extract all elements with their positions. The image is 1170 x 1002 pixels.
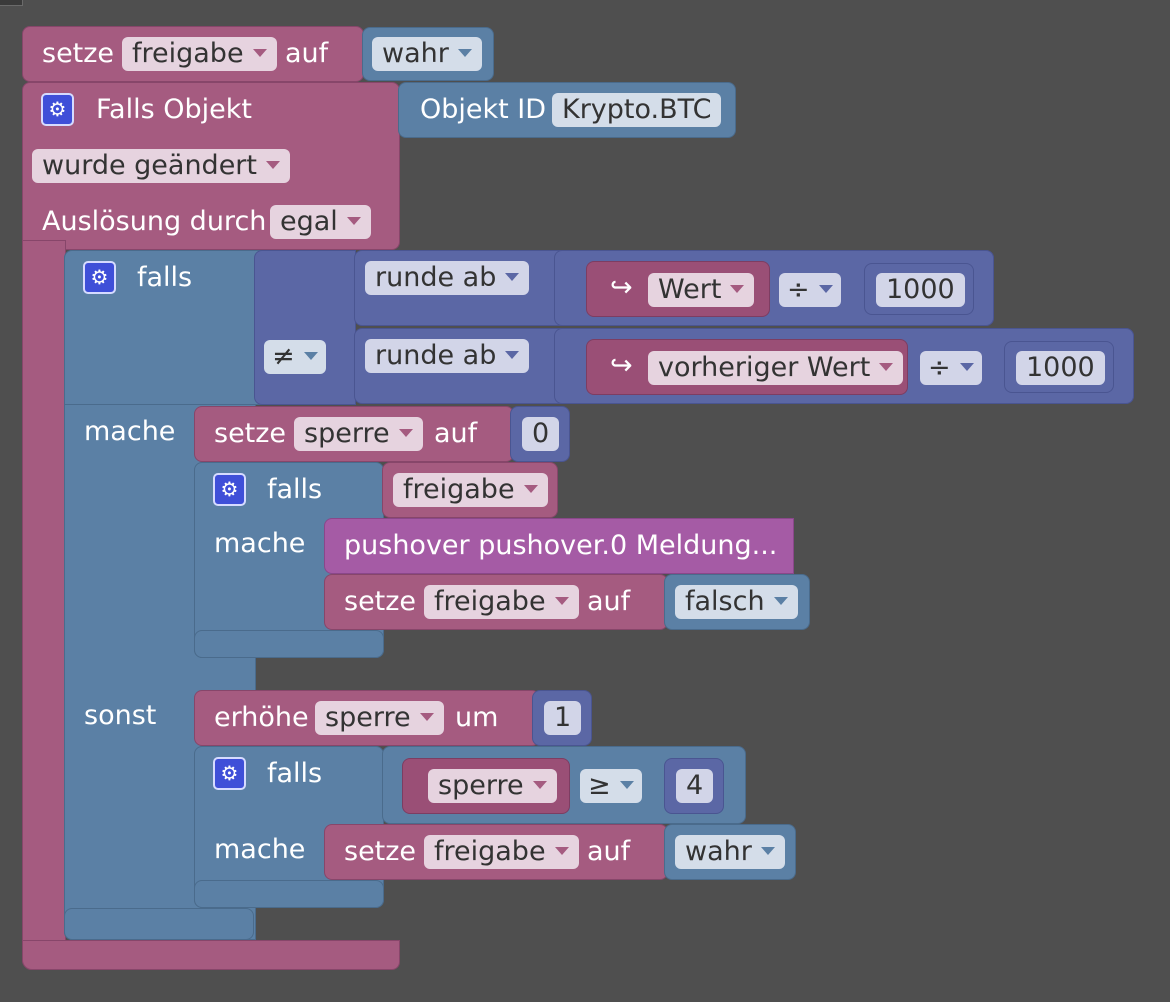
chevron-down-icon	[532, 780, 547, 789]
if-keyword: falls	[137, 262, 193, 293]
set-keyword: setze	[42, 38, 115, 69]
chevron-down-icon	[398, 428, 413, 437]
do-keyword: mache	[84, 416, 176, 447]
to-keyword: auf	[587, 586, 631, 617]
chevron-down-icon	[879, 362, 894, 371]
divide-operator-dropdown-2[interactable]: ÷	[920, 351, 982, 385]
trigger-source-dropdown[interactable]: egal	[270, 205, 371, 239]
gear-icon[interactable]: ⚙	[83, 261, 116, 294]
chevron-down-icon	[730, 284, 745, 293]
pushover-label: pushover pushover.0 Meldung...	[344, 530, 778, 561]
set-keyword: setze	[344, 586, 417, 617]
variable-dropdown-freigabe[interactable]: freigabe	[424, 835, 579, 869]
variable-dropdown-freigabe[interactable]: freigabe	[424, 585, 579, 619]
inner-if-bottom-arm-2	[194, 880, 384, 908]
trigger-bottom-bar	[22, 940, 400, 970]
chevron-down-icon	[760, 846, 775, 855]
chevron-down-icon	[554, 846, 569, 855]
object-id-field[interactable]: Krypto.BTC	[552, 93, 722, 127]
variable-dropdown-freigabe[interactable]: freigabe	[122, 37, 277, 71]
set-sperre-block[interactable]	[194, 406, 514, 462]
value-arrow-icon: ↪	[610, 350, 633, 381]
value-arrow-icon: ↪	[610, 272, 633, 303]
boolean-dropdown-falsch[interactable]: falsch	[675, 585, 798, 619]
chevron-down-icon	[959, 362, 974, 371]
variable-dropdown-sperre[interactable]: sperre	[315, 701, 444, 735]
variable-dropdown-freigabe[interactable]: freigabe	[393, 473, 548, 507]
divide-operator-dropdown-1[interactable]: ÷	[779, 273, 841, 307]
by-keyword: um	[455, 702, 499, 733]
compare-block[interactable]	[254, 250, 356, 405]
increment-block[interactable]	[194, 690, 540, 746]
chevron-down-icon	[505, 350, 520, 359]
to-keyword: auf	[434, 418, 478, 449]
round-dropdown-1[interactable]: runde ab	[365, 261, 530, 295]
variable-dropdown-sperre[interactable]: sperre	[294, 417, 423, 451]
number-field-1000-b[interactable]: 1000	[1016, 351, 1105, 385]
chevron-down-icon	[303, 351, 318, 360]
chevron-down-icon	[554, 596, 569, 605]
workspace-corner	[0, 0, 23, 6]
else-keyword: sonst	[84, 700, 157, 731]
boolean-dropdown-wahr[interactable]: wahr	[372, 37, 482, 71]
gear-icon[interactable]: ⚙	[41, 93, 74, 126]
gear-icon[interactable]: ⚙	[213, 757, 246, 790]
object-id-label: Objekt ID	[420, 94, 547, 125]
variable-dropdown-sperre[interactable]: sperre	[428, 769, 557, 803]
value-dropdown-wert[interactable]: Wert	[648, 273, 755, 307]
chevron-down-icon	[523, 484, 538, 493]
set-keyword: setze	[344, 836, 417, 867]
if-else-bottom-arm	[64, 908, 254, 940]
set-keyword: setze	[214, 418, 287, 449]
if-keyword: falls	[267, 758, 323, 789]
if-keyword: falls	[267, 474, 323, 505]
inner-if-bottom-arm-1	[194, 630, 384, 658]
round-dropdown-2[interactable]: runde ab	[365, 339, 530, 373]
chevron-down-icon	[252, 48, 267, 57]
do-keyword: mache	[214, 834, 306, 865]
value-dropdown-previous[interactable]: vorheriger Wert	[648, 351, 904, 385]
chevron-down-icon	[419, 712, 434, 721]
to-keyword: auf	[587, 836, 631, 867]
trigger-left-rail	[22, 240, 66, 970]
to-keyword: auf	[285, 38, 329, 69]
compare-operator-dropdown[interactable]: ≥	[580, 769, 642, 803]
number-field-0[interactable]: 0	[522, 417, 560, 451]
number-field-1000-a[interactable]: 1000	[876, 273, 965, 307]
number-field-1[interactable]: 1	[544, 701, 582, 735]
gear-icon[interactable]: ⚙	[213, 473, 246, 506]
trigger-source-label: Auslösung durch	[42, 206, 267, 237]
chevron-down-icon	[266, 160, 280, 169]
chevron-down-icon	[505, 272, 520, 281]
chevron-down-icon	[346, 216, 361, 225]
boolean-dropdown-wahr[interactable]: wahr	[675, 835, 785, 869]
pushover-block[interactable]	[324, 518, 794, 574]
chevron-down-icon	[773, 596, 788, 605]
event-dropdown[interactable]: wurde geändert	[32, 149, 290, 183]
chevron-down-icon	[818, 284, 833, 293]
increment-keyword: erhöhe	[214, 702, 309, 733]
number-field-4[interactable]: 4	[676, 769, 714, 803]
compare-operator-dropdown[interactable]: ≠	[264, 340, 326, 374]
do-keyword: mache	[214, 528, 306, 559]
chevron-down-icon	[457, 48, 472, 57]
chevron-down-icon	[619, 780, 634, 789]
trigger-title: Falls Objekt	[96, 94, 252, 125]
